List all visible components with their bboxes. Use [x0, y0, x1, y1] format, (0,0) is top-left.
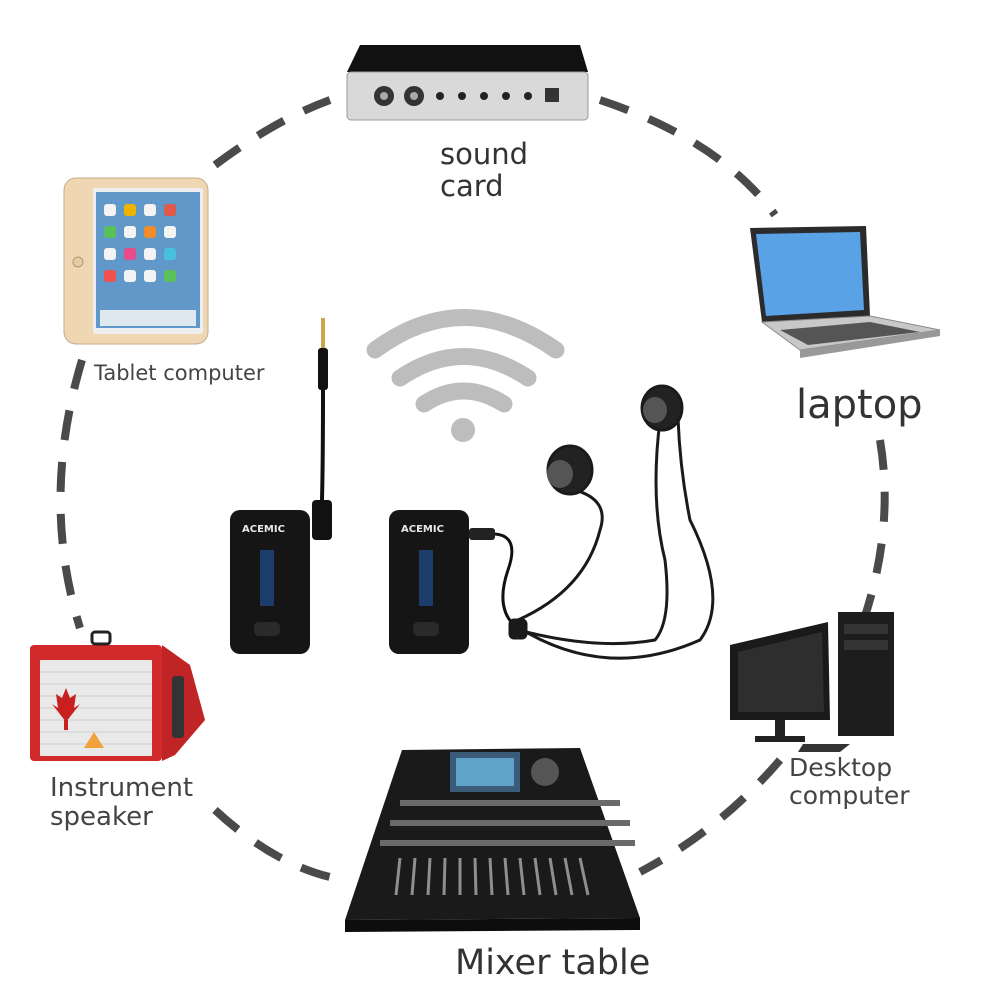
tablet-computer-label: Tablet computer: [94, 361, 265, 385]
mixer-table-icon: [345, 748, 640, 932]
wifi-icon: [366, 309, 565, 442]
dashed-ring: [56, 96, 889, 884]
tablet-icon: [63, 177, 209, 345]
svg-text:ACEMIC: ACEMIC: [401, 524, 444, 535]
laptop-label: laptop: [796, 382, 923, 428]
transmitter-device-icon: ACEMIC: [230, 318, 332, 654]
svg-text:ACEMIC: ACEMIC: [242, 524, 285, 535]
sound-card-icon: [346, 45, 589, 121]
laptop-icon: [750, 226, 941, 358]
sound-card-label: sound card: [440, 137, 529, 204]
mixer-table-label: Mixer table: [455, 943, 651, 983]
desktop-computer-label: Desktop computer: [789, 753, 910, 810]
desktop-computer-icon: [730, 612, 894, 752]
instrument-speaker-icon: [30, 630, 205, 761]
instrument-speaker-label: Instrument speaker: [50, 773, 194, 833]
earphones-icon: [508, 384, 715, 660]
receiver-device-icon: ACEMIC: [389, 510, 517, 654]
